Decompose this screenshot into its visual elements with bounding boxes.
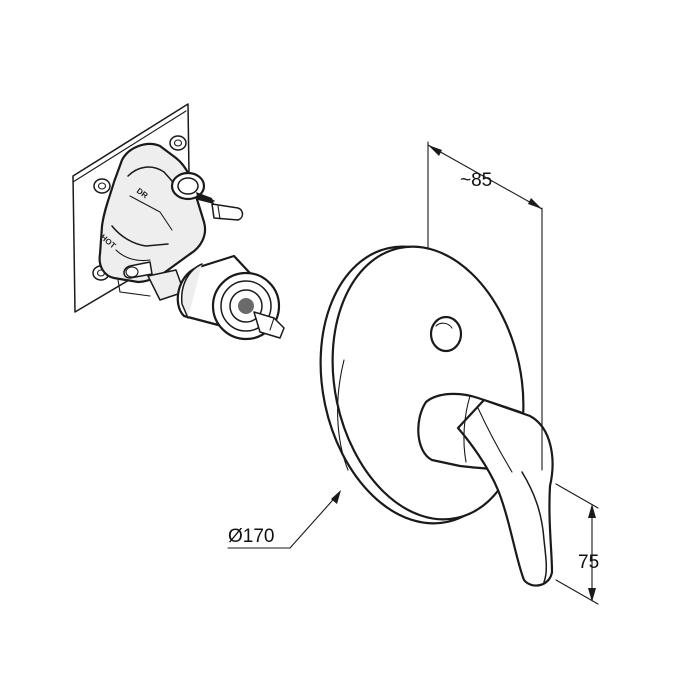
depth-label: ~85 — [460, 170, 492, 191]
finish-trim — [319, 245, 554, 587]
lever-arm — [456, 398, 554, 587]
diameter-label: Ø170 — [228, 526, 274, 547]
lever-handle — [417, 392, 554, 587]
rough-in-valve-body: DR HOT — [72, 103, 285, 341]
mounting-ear-top-right — [169, 135, 187, 151]
cartridge-cylinder — [176, 254, 285, 341]
dimension-diameter: Ø170 — [227, 490, 341, 549]
dimension-depth: ~85 — [427, 141, 543, 471]
spindle — [253, 311, 285, 339]
diverter-knob — [429, 315, 463, 353]
top-outlet — [170, 171, 215, 204]
lever-height-label: 75 — [578, 552, 599, 573]
dimension-lever-height: 75 — [555, 483, 599, 605]
side-stem-right — [211, 203, 244, 221]
side-stem-left — [123, 261, 153, 279]
mounting-ear-top-left — [93, 178, 111, 194]
